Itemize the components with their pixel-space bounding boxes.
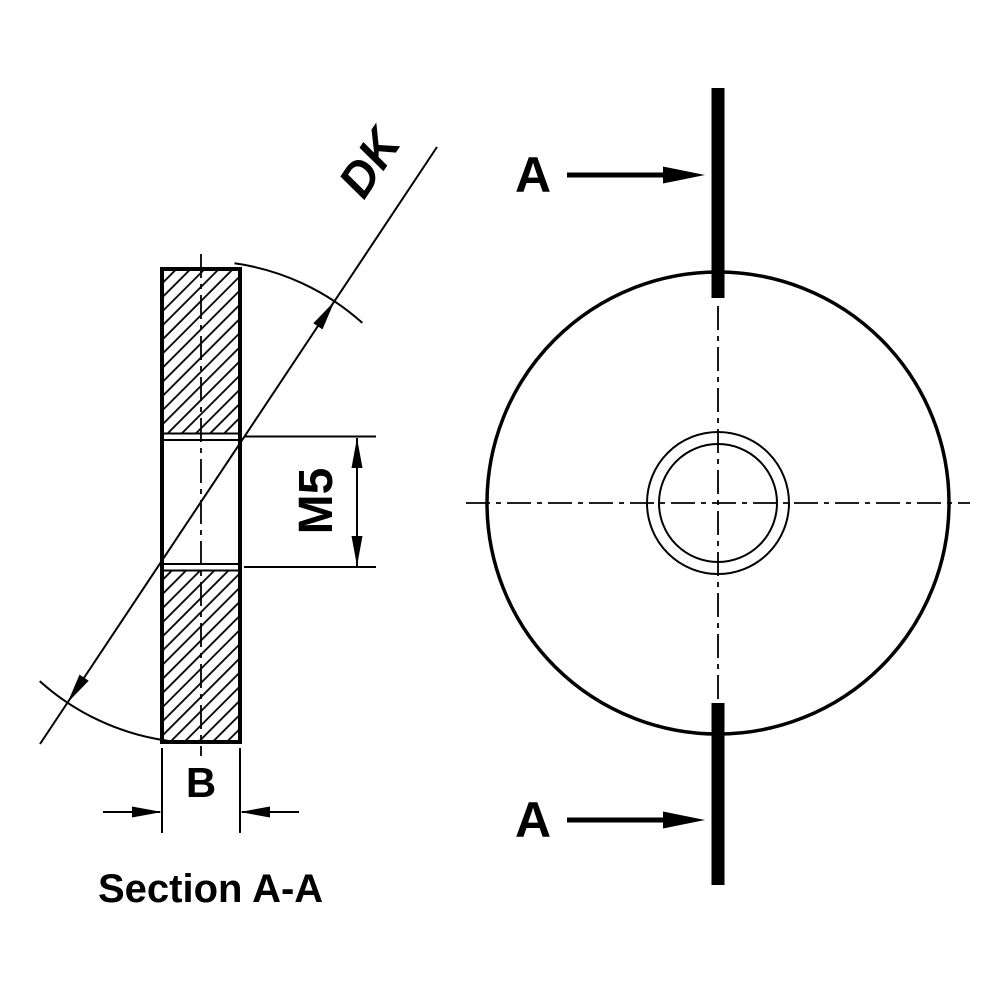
b-arrow-right-icon [240,806,270,818]
dk-dimension-line [39,146,438,745]
section-view: DK M5 B Section A-A [39,117,438,911]
m5-arrow-down-icon [351,536,363,566]
section-arrow-top-head-icon [663,166,705,184]
dk-extension-arc-upper [234,262,363,324]
b-dimension: B [103,748,299,833]
cutting-plane-bar-bottom [711,703,725,885]
b-label: B [186,759,216,806]
section-arrow-top: A [515,147,705,203]
section-arrow-bottom-head-icon [663,811,705,829]
section-caption: Section A-A [98,867,323,911]
m5-label: M5 [290,468,343,535]
dk-label: DK [329,117,413,207]
section-arrow-bottom: A [515,792,705,848]
dk-arrow-upper-icon [313,301,335,330]
m5-dimension: M5 [244,435,376,568]
section-arrow-bottom-label: A [515,792,551,848]
dk-arrow-lower-icon [67,674,89,703]
m5-arrow-up-icon [351,438,363,468]
cutting-plane-bar-top [711,88,725,298]
front-view: A A [466,88,970,885]
b-arrow-left-icon [132,806,162,818]
dk-extension-arc-lower [39,680,168,742]
section-arrow-top-label: A [515,147,551,203]
